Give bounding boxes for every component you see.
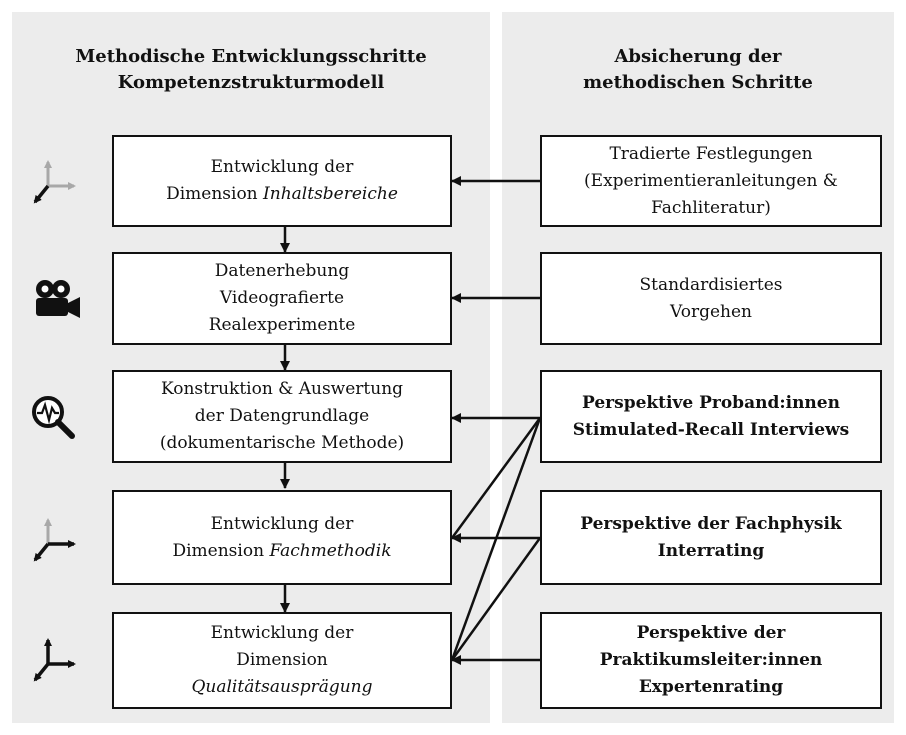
right-title-line2: methodischen Schritte: [583, 72, 813, 93]
val5-line3: Expertenrating: [638, 677, 784, 697]
val5-line1: Perspektive der: [636, 623, 786, 643]
step-box-fachmethodik: Entwicklung der Dimension Fachmethodik: [112, 490, 452, 585]
val4-line1: Perspektive der Fachphysik: [580, 513, 842, 534]
val1-line3: Fachliteratur): [651, 197, 771, 218]
step-box-qualitaetsauspraegung: Entwicklung der Dimension Qualitätsauspr…: [112, 612, 452, 709]
left-title-line1: Methodische Entwicklungsschritte: [75, 46, 427, 67]
val1-line2: (Experimentieranleitungen &: [584, 170, 838, 191]
left-column-title: Methodische Entwicklungsschritte Kompete…: [12, 44, 490, 96]
step2-line1: Datenerhebung: [214, 261, 350, 281]
val2-line1: Standardisiertes: [639, 274, 783, 295]
val4-line2: Interrating: [657, 540, 765, 561]
val3-line1: Perspektive Proband:innen: [582, 392, 840, 413]
step5-line2: Dimension: [236, 650, 328, 670]
right-title-line1: Absicherung der: [614, 46, 782, 67]
right-column-title: Absicherung der methodischen Schritte: [502, 44, 894, 96]
step-box-inhaltsbereiche: Entwicklung der Dimension Inhaltsbereich…: [112, 135, 452, 227]
diag-4-to-5: [450, 537, 542, 661]
val3-line2: Stimulated-Recall Interviews: [572, 419, 850, 440]
diag-3-to-4: [450, 417, 542, 539]
step5-line3-italic: Qualitätsausprägung: [191, 677, 373, 697]
step1-line2: Dimension: [166, 184, 264, 204]
step3-line3: (dokumentarische Methode): [159, 433, 405, 453]
validation-box-probandinnen: Perspektive Proband:innen Stimulated-Rec…: [540, 370, 882, 463]
validation-box-praktikumsleiterinnen: Perspektive der Praktikumsleiter:innen E…: [540, 612, 882, 709]
step2-line2: Videografierte: [219, 288, 345, 308]
axes-three-dimensions-icon: [33, 638, 76, 682]
magnifier-waveform-icon: [32, 396, 75, 439]
step2-line3: Realexperimente: [208, 315, 356, 335]
validation-box-tradierte-festlegungen: Tradierte Festlegungen (Experimentieranl…: [540, 135, 882, 227]
axes-one-dimension-icon: [33, 160, 76, 204]
step3-line2: der Datengrundlage: [194, 406, 370, 426]
val1-line1: Tradierte Festlegungen: [609, 143, 813, 164]
left-panel: [12, 12, 490, 723]
axes-two-dimensions-icon: [33, 518, 76, 562]
step3-line1: Konstruktion & Auswertung: [160, 379, 404, 399]
step1-line1: Entwicklung der: [210, 157, 354, 177]
left-title-line2: Kompetenzstrukturmodell: [117, 72, 385, 93]
right-panel: [502, 12, 894, 723]
step4-line1: Entwicklung der: [210, 513, 354, 534]
validation-box-standardisiertes-vorgehen: Standardisiertes Vorgehen: [540, 252, 882, 345]
val2-line2: Vorgehen: [670, 301, 752, 322]
video-camera-icon: [36, 280, 80, 318]
diag-3-to-5: [450, 417, 542, 661]
step4-line2-italic: Fachmethodik: [269, 540, 392, 561]
step-box-konstruktion: Konstruktion & Auswertung der Datengrund…: [112, 370, 452, 463]
step5-line1: Entwicklung der: [210, 623, 354, 643]
step-box-datenerhebung: Datenerhebung Videografierte Realexperim…: [112, 252, 452, 345]
step1-line2-italic: Inhaltsbereiche: [263, 184, 398, 204]
validation-box-fachphysik: Perspektive der Fachphysik Interrating: [540, 490, 882, 585]
val5-line2: Praktikumsleiter:innen: [599, 650, 823, 670]
step4-line2: Dimension: [172, 540, 270, 561]
